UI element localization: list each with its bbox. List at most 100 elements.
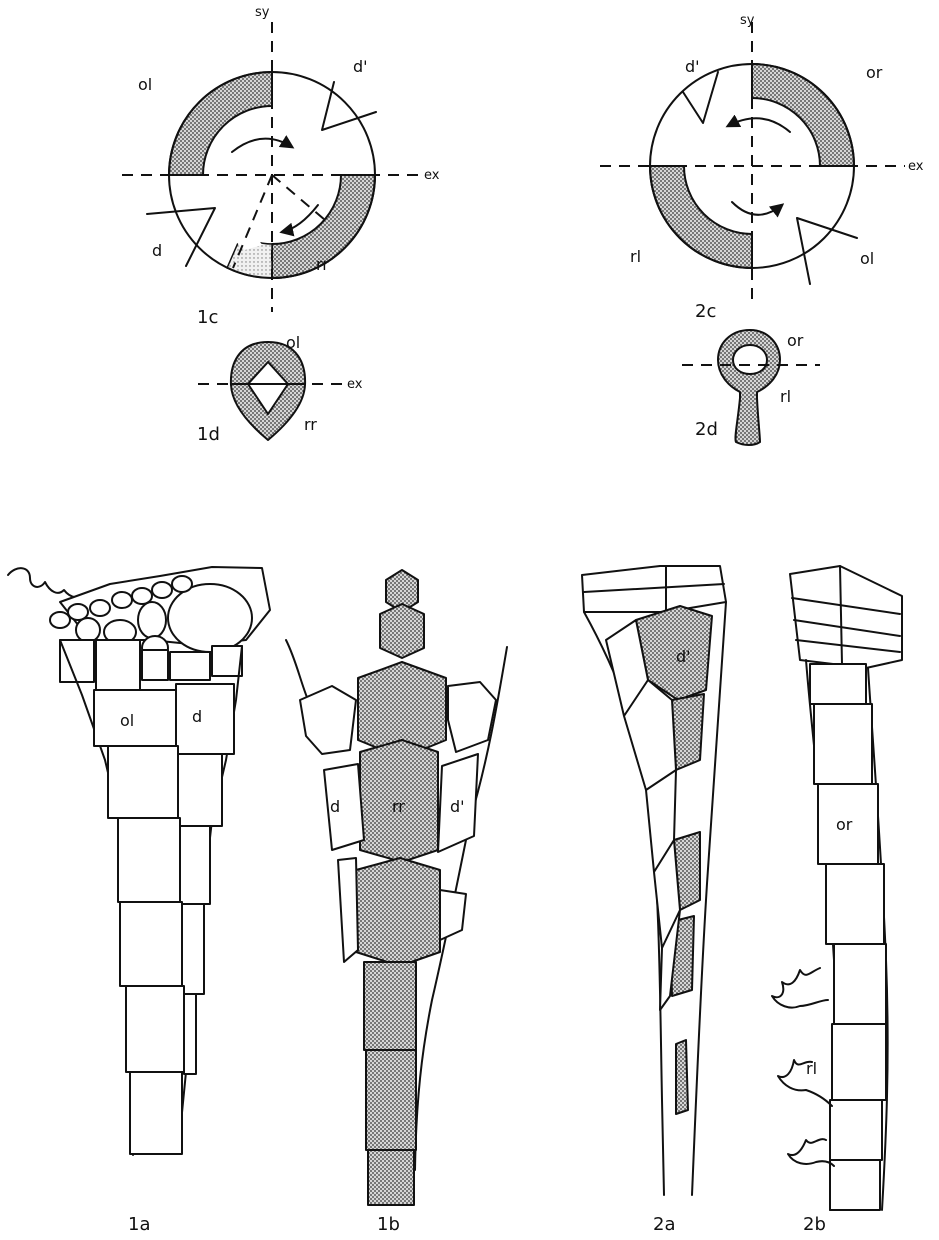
calyx-plate-10 bbox=[68, 604, 88, 620]
calyx-plate-13 bbox=[96, 640, 140, 690]
caption-1c: 1c bbox=[197, 307, 218, 328]
d-prime-notch-2c bbox=[683, 72, 718, 123]
calyx-plate-5 bbox=[112, 592, 132, 608]
stem-col-2 bbox=[178, 754, 222, 826]
panel-2d: or rl 2d bbox=[682, 330, 820, 445]
plate-rl-sector bbox=[650, 166, 752, 268]
rotation-arrow-lower-1c bbox=[282, 205, 318, 232]
label-or-2d: or bbox=[787, 331, 804, 350]
plate-ol-1a bbox=[94, 690, 176, 746]
stem-plate-1b-c bbox=[366, 1050, 416, 1150]
stem-top-plate-2 bbox=[380, 604, 424, 658]
stem-col-2b-7 bbox=[830, 1100, 882, 1160]
calyx-plate-1 bbox=[138, 602, 166, 638]
label-rl-2b: rl bbox=[806, 1059, 817, 1078]
label-d-prime-1b: d' bbox=[450, 797, 465, 816]
cross-section-1d bbox=[231, 342, 305, 440]
side-plates-left-1b bbox=[300, 686, 356, 754]
stem-col-2b-4 bbox=[826, 864, 884, 944]
label-ol-1a: ol bbox=[120, 711, 134, 730]
label-ex-2c: ex bbox=[908, 159, 924, 174]
label-rr-1c: rr bbox=[316, 255, 329, 274]
rotation-arrow-upper-2c bbox=[728, 118, 790, 132]
calyx-plate-16 bbox=[212, 646, 242, 676]
label-ol-2c: ol bbox=[860, 249, 874, 268]
label-d-1b: d bbox=[330, 797, 340, 816]
calyx-plate-15 bbox=[170, 652, 210, 680]
caption-2c: 2c bbox=[695, 301, 716, 322]
plate-or-sector bbox=[752, 64, 854, 166]
panel-2a: d' 2a bbox=[582, 566, 726, 1235]
label-ex-1d: ex bbox=[347, 377, 363, 392]
rotation-arrow-upper-1c bbox=[232, 139, 292, 152]
plate-d-1a bbox=[176, 684, 234, 754]
caption-1a: 1a bbox=[128, 1214, 150, 1235]
label-sy-2c: sy bbox=[740, 13, 755, 28]
calyx-plate-12 bbox=[60, 640, 94, 682]
calyx-plate-11 bbox=[50, 612, 70, 628]
dash-ray-2 bbox=[272, 175, 325, 220]
caption-2a: 2a bbox=[653, 1214, 675, 1235]
stem-col-5 bbox=[120, 902, 182, 986]
label-d-prime-2a: d' bbox=[676, 647, 691, 666]
stem-col-3 bbox=[118, 818, 180, 902]
label-ol-1c: ol bbox=[138, 75, 152, 94]
stem-col-2b-5 bbox=[834, 944, 886, 1024]
label-rl-2c: rl bbox=[630, 247, 641, 266]
label-rr-1d: rr bbox=[304, 415, 317, 434]
stem-col-2b-2 bbox=[814, 704, 872, 784]
label-or-2c: or bbox=[866, 63, 883, 82]
stem-col-7 bbox=[126, 986, 184, 1072]
caption-1b: 1b bbox=[377, 1214, 400, 1235]
label-d-prime-1c: d' bbox=[353, 57, 368, 76]
plate-d-2a-b bbox=[672, 694, 704, 770]
caption-1d: 1d bbox=[197, 424, 220, 445]
side-plates-lower-right-1b bbox=[440, 890, 466, 940]
cross-section-2d bbox=[718, 330, 780, 445]
calyx-plate-8 bbox=[172, 576, 192, 592]
stem-col-2b-8 bbox=[830, 1160, 880, 1210]
label-or-2b: or bbox=[836, 815, 853, 834]
stem-col-1 bbox=[108, 746, 178, 818]
ring-opening-1c bbox=[225, 225, 262, 250]
label-sy-1c: sy bbox=[255, 5, 270, 20]
label-rl-2d: rl bbox=[780, 387, 791, 406]
stem-col-4 bbox=[180, 826, 210, 904]
caption-2b: 2b bbox=[803, 1214, 826, 1235]
label-ol-1d: ol bbox=[286, 333, 300, 352]
label-ex-1c: ex bbox=[424, 168, 440, 183]
calyx-plate-9 bbox=[90, 600, 110, 616]
top-plates-2b bbox=[790, 566, 902, 668]
stem-plate-1b-b bbox=[364, 962, 416, 1050]
plate-rl-2b bbox=[772, 968, 834, 1166]
stem-col-2b-6 bbox=[832, 1024, 886, 1100]
calyx-plate-3 bbox=[76, 618, 100, 642]
panel-1d: ol ex rr 1d bbox=[197, 333, 363, 445]
rotation-arrow-lower-2c bbox=[732, 202, 782, 215]
label-rr-1b: rr bbox=[392, 797, 405, 816]
label-d-prime-2c: d' bbox=[685, 57, 700, 76]
side-plates-lower-1b bbox=[338, 858, 358, 962]
plate-d-2a-e bbox=[676, 1040, 688, 1114]
panel-1b: d rr d' 1b bbox=[286, 570, 507, 1235]
caption-2d: 2d bbox=[695, 419, 718, 440]
stem-col-8 bbox=[184, 994, 196, 1074]
label-d-1c: d bbox=[152, 241, 162, 260]
panel-2b: or rl 2b bbox=[772, 566, 902, 1235]
stem-col-9 bbox=[130, 1072, 182, 1154]
panel-1a: ol d 1a bbox=[8, 567, 270, 1235]
calyx-plate-7 bbox=[152, 582, 172, 598]
panel-2c: sy ex d' or rl ol 2c bbox=[600, 13, 924, 322]
calyx-plate-6 bbox=[132, 588, 152, 604]
label-d-1a: d bbox=[192, 707, 202, 726]
stem-plate-1b-a bbox=[356, 858, 440, 966]
stem-col-6 bbox=[182, 904, 204, 994]
panel-1c: sy ex ol d' d rr 1c bbox=[122, 5, 440, 328]
plate-ol-sector bbox=[169, 72, 272, 175]
stem-col-2b-1 bbox=[810, 664, 866, 704]
calyx-plate-14 bbox=[142, 650, 168, 680]
arm-curl-1a bbox=[8, 568, 86, 597]
ol-notch-2c bbox=[797, 218, 857, 284]
calyx-plate-big-1a bbox=[168, 584, 252, 652]
